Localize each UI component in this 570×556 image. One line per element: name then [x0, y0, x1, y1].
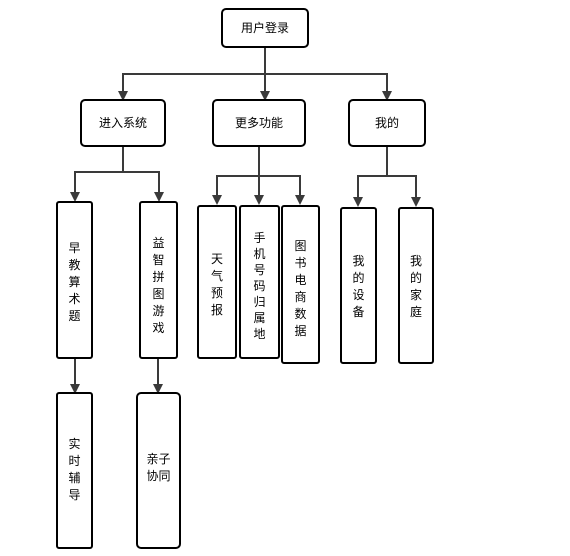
- node-user-login[interactable]: 用户登录: [221, 8, 309, 48]
- node-enter-system[interactable]: 进入系统: [80, 99, 166, 147]
- node-phone-location[interactable]: 手机号码归属地: [239, 205, 280, 359]
- node-weather[interactable]: 天气预报: [197, 205, 237, 359]
- node-more-features[interactable]: 更多功能: [212, 99, 306, 147]
- node-user-login-label: 用户登录: [241, 20, 289, 35]
- node-realtime-tutoring[interactable]: 实时辅导: [56, 392, 93, 549]
- edge-mine-to-my-family: [387, 175, 421, 207]
- edges: [70, 47, 421, 394]
- node-my-family[interactable]: 我的家庭: [398, 207, 434, 364]
- edge-more-features-to-weather: [212, 146, 260, 205]
- node-parent-child-label: 亲子协同: [146, 452, 170, 483]
- node-puzzle-game[interactable]: 益智拼图游戏: [139, 201, 178, 359]
- node-parent-child[interactable]: 亲子协同: [136, 392, 181, 549]
- node-mine[interactable]: 我的: [348, 99, 426, 147]
- node-weather-label: 天气预报: [211, 252, 223, 317]
- node-my-device[interactable]: 我的设备: [340, 207, 377, 364]
- edge-root-to-level1-enter-system: [118, 47, 266, 101]
- node-puzzle-game-label: 益智拼图游戏: [152, 236, 164, 335]
- node-phone-location-label: 手机号码归属地: [253, 231, 265, 341]
- nodes: 用户登录 进入系统 更多功能 我的 早教算术题 益智拼图游戏 天气预报: [56, 8, 434, 549]
- node-ecommerce-data-label: 图书电商数据: [294, 239, 306, 338]
- node-more-features-label: 更多功能: [235, 116, 283, 130]
- edge-mine-to-my-device: [353, 146, 388, 207]
- edge-enter-system-to-puzzle-game: [123, 171, 164, 202]
- node-mine-label: 我的: [375, 115, 399, 130]
- edge-enter-system-to-early-math: [70, 146, 124, 202]
- node-realtime-tutoring-label: 实时辅导: [68, 436, 80, 502]
- edge-root-to-level1-mine: [265, 73, 392, 101]
- edge-more-features-to-ecommerce-data: [259, 175, 305, 205]
- node-early-math-label: 早教算术题: [68, 241, 80, 323]
- node-my-family-label: 我的家庭: [410, 254, 422, 319]
- node-my-device-label: 我的设备: [352, 254, 364, 319]
- node-ecommerce-data[interactable]: 图书电商数据: [281, 205, 320, 364]
- node-enter-system-label: 进入系统: [99, 116, 147, 130]
- node-early-math[interactable]: 早教算术题: [56, 201, 93, 359]
